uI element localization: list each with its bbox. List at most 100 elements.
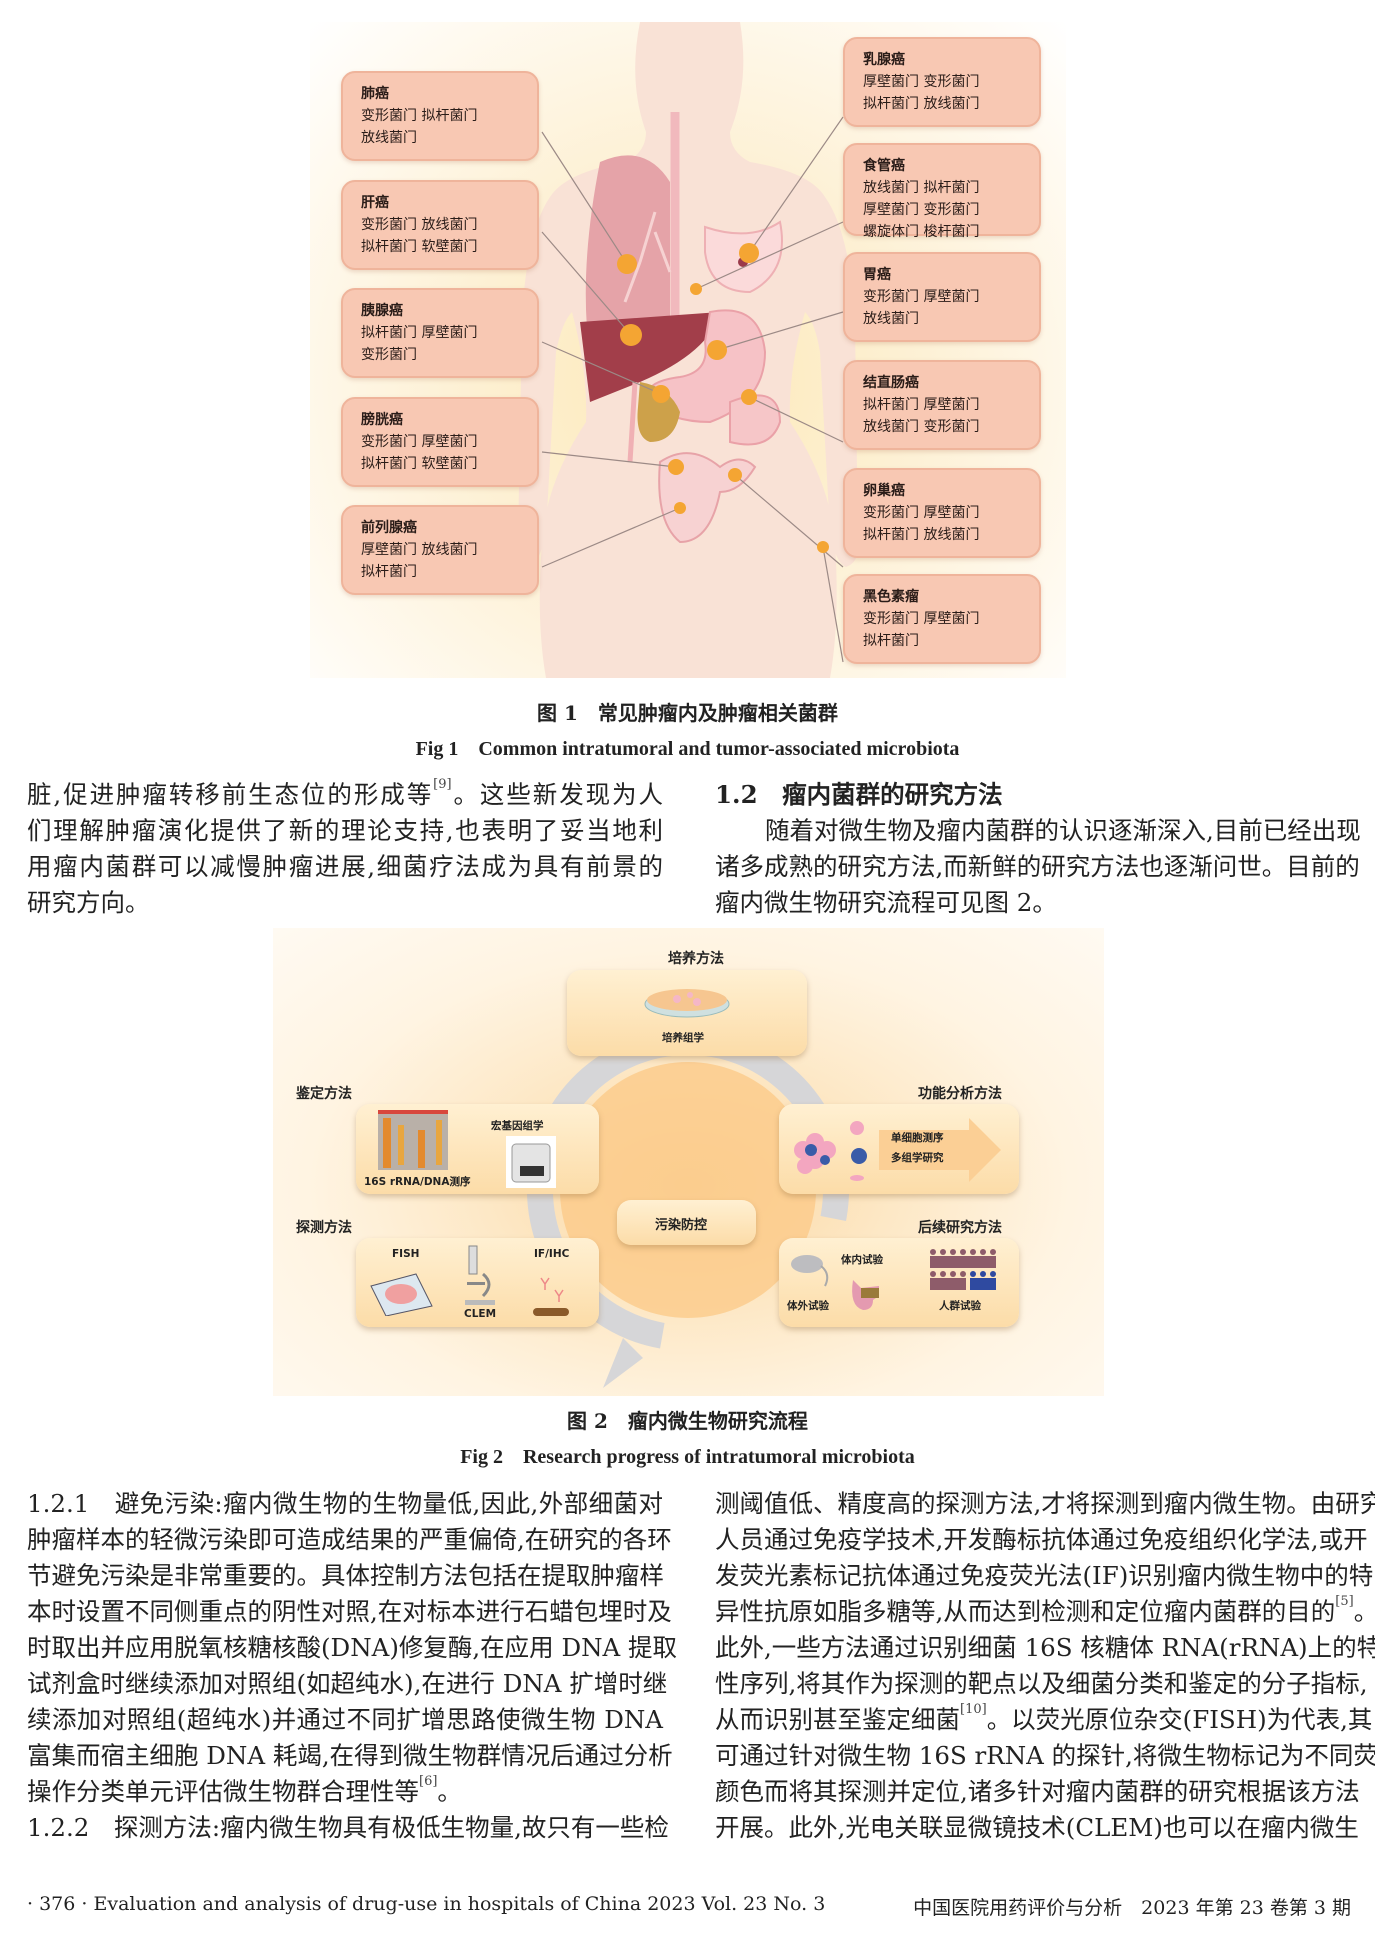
- text-line: 测阈值低、精度高的探测方法,才将探测到瘤内微生物。由研究: [715, 1489, 1375, 1518]
- text-line: 1.2.1 避免污染:瘤内微生物的生物量低,因此,外部细菌对: [27, 1489, 663, 1518]
- cancer-label-box: 结直肠癌拟杆菌门 厚壁菌门放线菌门 变形菌门: [843, 360, 1041, 450]
- tumor-starbursts: [617, 243, 829, 553]
- identification-method-title: 鉴定方法: [296, 1086, 352, 1102]
- culture-method-title: 培养方法: [668, 951, 724, 967]
- figure-1: 肺癌变形菌门 拟杆菌门放线菌门肝癌变形菌门 放线菌门拟杆菌门 软壁菌门胰腺癌拟杆…: [310, 22, 1066, 678]
- microscope-icon: [465, 1245, 495, 1305]
- cancer-label-box: 乳腺癌厚壁菌门 变形菌门拟杆菌门 放线菌门: [843, 37, 1041, 127]
- phylum-list: 变形菌门 拟杆菌门: [361, 108, 478, 124]
- text-line: 异性抗原如脂多糖等,从而达到检测和定位瘤内菌群的目的[5]。: [715, 1594, 1375, 1626]
- phylum-list: 放线菌门 变形菌门: [863, 419, 980, 435]
- organ-icon: [852, 1280, 879, 1310]
- phylum-list: 变形菌门 厚壁菌门: [863, 289, 980, 305]
- body-text-left-1: 脏,促进肿瘤转移前生态位的形成等[9]。这些新发现为人 们理解肿瘤演化提供了新的…: [27, 777, 663, 921]
- mouse-icon: [791, 1255, 829, 1287]
- text-line: 时取出并应用脱氧核糖核酸(DNA)修复酶,在应用 DNA 提取: [27, 1633, 678, 1662]
- phylum-list: 变形菌门 厚壁菌门: [361, 434, 478, 450]
- figure-2: 培养方法 培养组学 鉴定方法 16S rRNA/DNA测序 宏基因组学 功能分析…: [273, 928, 1104, 1396]
- body-text-right-2: 测阈值低、精度高的探测方法,才将探测到瘤内微生物。由研究 人员通过免疫学技术,开…: [715, 1486, 1375, 1846]
- cancer-type-title: 前列腺癌: [361, 520, 417, 536]
- tumor-marker-esophagus: [690, 283, 702, 295]
- text-line: 性序列,将其作为探测的靶点以及细菌分类和鉴定的分子指标,: [715, 1669, 1368, 1698]
- section-heading: 1.2 瘤内菌群的研究方法: [715, 780, 1003, 809]
- phylum-list: 变形菌门 厚壁菌门: [863, 505, 980, 521]
- tumor-marker-breast: [739, 243, 759, 263]
- body-text-right-1: 1.2 瘤内菌群的研究方法 随着对微生物及瘤内菌群的认识逐渐深入,目前已经出现 …: [715, 777, 1361, 921]
- text-line: 随着对微生物及瘤内菌群的认识逐渐深入,目前已经出现: [765, 816, 1361, 845]
- cancer-type-title: 食管癌: [863, 158, 905, 174]
- population-icon: [930, 1249, 996, 1290]
- text-line: 们理解肿瘤演化提供了新的理论支持,也表明了妥当地利: [27, 816, 663, 845]
- cancer-type-title: 胃癌: [863, 267, 891, 283]
- text-line: 用瘤内菌群可以减慢肿瘤进展,细菌疗法成为具有前景的: [27, 852, 663, 881]
- text-line: 诸多成熟的研究方法,而新鲜的研究方法也逐渐问世。目前的: [715, 852, 1360, 881]
- if-ihc-label: IF/IHC: [534, 1248, 570, 1260]
- stomach-shape: [647, 309, 767, 424]
- slide-icon: [370, 1273, 433, 1316]
- text-line: 富集而宿主细胞 DNA 耗竭,在得到微生物群情况后通过分析: [27, 1741, 673, 1770]
- cancer-label-box: 卵巢癌变形菌门 厚壁菌门拟杆菌门 放线菌门: [843, 468, 1041, 558]
- phylum-list: 拟杆菌门 放线菌门: [863, 96, 980, 112]
- text-line: 可通过针对微生物 16S rRNA 的探针,将微生物标记为不同荧光: [715, 1741, 1375, 1770]
- followup-method-title: 后续研究方法: [918, 1220, 1002, 1236]
- tumor-marker-lung: [617, 254, 637, 274]
- cancer-type-title: 结直肠癌: [863, 375, 919, 391]
- in-vivo-label: 体内试验: [841, 1254, 883, 1266]
- contamination-control-box: 污染防控: [617, 1200, 756, 1245]
- text-line: 研究方向。: [27, 888, 150, 917]
- detection-method-box: FISH CLEM IF/IHC: [356, 1238, 599, 1327]
- phylum-list: 厚壁菌门 变形菌门: [863, 74, 980, 90]
- leader-lines: [541, 116, 844, 663]
- tumor-marker-melanoma: [817, 541, 829, 553]
- tumor-marker-colon: [741, 389, 757, 405]
- phylum-list: 螺旋体门 梭杆菌门: [863, 224, 980, 240]
- single-cell-illustration: [794, 1118, 1001, 1182]
- phylum-list: 变形菌门 厚壁菌门: [863, 611, 980, 627]
- phylum-list: 放线菌门 拟杆菌门: [863, 180, 980, 196]
- phylum-list: 拟杆菌门 软壁菌门: [361, 456, 478, 472]
- in-vitro-label: 体外试验: [787, 1300, 829, 1312]
- metagenomics-label: 宏基因组学: [491, 1120, 544, 1132]
- petri-dish-icon: [644, 989, 730, 1018]
- text-line: 开展。此外,光电关联显微镜技术(CLEM)也可以在瘤内微生: [715, 1813, 1359, 1842]
- phylum-list: 拟杆菌门 厚壁菌门: [863, 397, 980, 413]
- center-disk: [560, 1062, 816, 1318]
- clem-label: CLEM: [464, 1308, 497, 1320]
- cancer-type-title: 胰腺癌: [361, 303, 403, 319]
- antibody-icon: [533, 1277, 569, 1316]
- text-line: 试剂盒时继续添加对照组(如超纯水),在进行 DNA 扩增时继: [27, 1669, 668, 1698]
- phylum-list: 拟杆菌门 放线菌门: [863, 527, 980, 543]
- cancer-label-box: 前列腺癌厚壁菌门 放线菌门拟杆菌门: [341, 505, 539, 595]
- text-line: 此外,一些方法通过识别细菌 16S 核糖体 RNA(rRNA)上的特征: [715, 1633, 1375, 1662]
- population-study-label: 人群试验: [939, 1300, 981, 1312]
- cancer-label-box: 肝癌变形菌门 放线菌门拟杆菌门 软壁菌门: [341, 180, 539, 270]
- cancer-type-title: 黑色素瘤: [863, 589, 919, 605]
- followup-method-box: 体外试验 体内试验 人群试验: [779, 1238, 1019, 1327]
- phylum-list: 厚壁菌门 放线菌门: [361, 542, 478, 558]
- footer-journal-en: · 376 · Evaluation and analysis of drug-…: [27, 1893, 826, 1915]
- cancer-label-box: 肺癌变形菌门 拟杆菌门放线菌门: [341, 71, 539, 161]
- culture-method-box: 培养组学: [567, 970, 807, 1056]
- phylum-list: 拟杆菌门: [361, 564, 417, 580]
- figure-1-caption-cn: 图 1 常见肿瘤内及肿瘤相关菌群: [537, 701, 838, 725]
- phylum-list: 变形菌门 放线菌门: [361, 217, 478, 233]
- tumor-marker-ovary: [728, 468, 742, 482]
- tumor-marker-pancreas: [652, 385, 670, 403]
- detection-method-title: 探测方法: [296, 1220, 352, 1236]
- phylum-list: 拟杆菌门 厚壁菌门: [361, 325, 478, 341]
- tumor-marker-bladder: [668, 459, 684, 475]
- 16s-sequencing-label: 16S rRNA/DNA测序: [364, 1176, 471, 1188]
- tumor-marker-prostate: [674, 502, 686, 514]
- phylum-list: 变形菌门: [361, 347, 417, 363]
- cycle-arrowhead-bottom: [603, 1338, 643, 1388]
- cancer-label-box: 膀胱癌变形菌门 厚壁菌门拟杆菌门 软壁菌门: [341, 397, 539, 487]
- text-line: 肿瘤样本的轻微污染即可造成结果的严重偏倚,在研究的各环: [27, 1525, 672, 1554]
- figure-2-caption-cn: 图 2 瘤内微生物研究流程: [567, 1409, 808, 1433]
- cancer-label-box: 胃癌变形菌门 厚壁菌门放线菌门: [843, 252, 1041, 342]
- text-line: 操作分类单元评估微生物群合理性等[6]。: [27, 1774, 462, 1806]
- phylum-list: 放线菌门: [863, 311, 919, 327]
- culturomics-label: 培养组学: [662, 1032, 704, 1044]
- sequencer-icon: [506, 1136, 556, 1188]
- cancer-label-box: 胰腺癌拟杆菌门 厚壁菌门变形菌门: [341, 288, 539, 378]
- cancer-type-title: 卵巢癌: [863, 483, 905, 499]
